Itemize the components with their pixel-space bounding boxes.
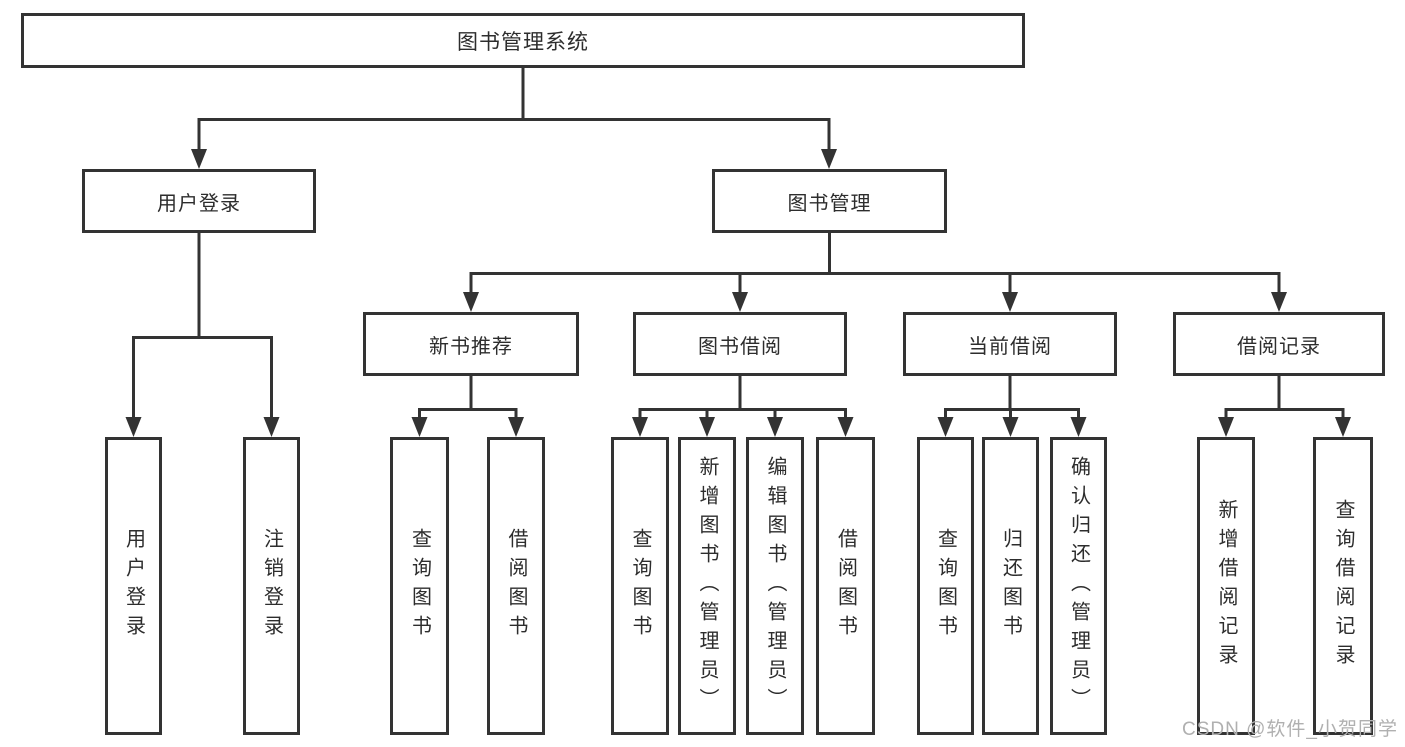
node-label: 确认归还（管理员）	[1067, 455, 1090, 717]
leaf-add-borrow-record: 新增借阅记录	[1197, 437, 1255, 735]
leaf-confirm-return-admin: 确认归还（管理员）	[1050, 437, 1107, 735]
node-label: 查询图书	[934, 528, 957, 644]
node-library-management-system: 图书管理系统	[21, 13, 1025, 68]
leaf-query-borrow-record: 查询借阅记录	[1313, 437, 1373, 735]
node-label: 当前借阅	[968, 335, 1052, 358]
node-new-book-recommend: 新书推荐	[363, 312, 579, 376]
node-label: 新增借阅记录	[1215, 499, 1237, 673]
node-label: 图书借阅	[698, 335, 782, 358]
node-label: 图书管理	[787, 192, 872, 215]
node-label: 查询图书	[408, 528, 431, 644]
leaf-query-books-recommend: 查询图书	[390, 437, 449, 735]
node-book-borrow: 图书借阅	[633, 312, 847, 376]
node-label: 用户登录	[157, 192, 241, 215]
leaf-query-books-borrow: 查询图书	[611, 437, 669, 735]
node-label: 用户登录	[122, 528, 145, 644]
node-label: 注销登录	[260, 528, 283, 644]
node-label: 查询图书	[629, 528, 651, 644]
node-label: 新书推荐	[429, 335, 513, 358]
leaf-query-books-current: 查询图书	[917, 437, 974, 735]
node-label: 图书管理系统	[457, 30, 589, 54]
node-label: 借阅记录	[1237, 335, 1321, 358]
leaf-borrow-books-recommend: 借阅图书	[487, 437, 545, 735]
node-label: 编辑图书（管理员）	[764, 455, 786, 717]
node-current-borrow: 当前借阅	[903, 312, 1117, 376]
leaf-borrow-books: 借阅图书	[816, 437, 875, 735]
csdn-watermark: CSDN @软件_小贺同学	[1182, 719, 1398, 740]
node-label: 归还图书	[999, 528, 1022, 644]
node-borrow-records: 借阅记录	[1173, 312, 1385, 376]
node-label: 借阅图书	[505, 528, 527, 644]
node-user-login: 用户登录	[82, 169, 316, 233]
leaf-return-book: 归还图书	[982, 437, 1039, 735]
node-label: 查询借阅记录	[1332, 499, 1354, 673]
leaf-logout: 注销登录	[243, 437, 300, 735]
leaf-edit-book-admin: 编辑图书（管理员）	[746, 437, 804, 735]
leaf-add-book-admin: 新增图书（管理员）	[678, 437, 736, 735]
arrowhead-icons	[125, 149, 1351, 437]
node-label: 新增图书（管理员）	[696, 455, 718, 717]
node-book-management: 图书管理	[712, 169, 947, 233]
node-label: 借阅图书	[834, 528, 857, 644]
leaf-user-login: 用户登录	[105, 437, 162, 735]
